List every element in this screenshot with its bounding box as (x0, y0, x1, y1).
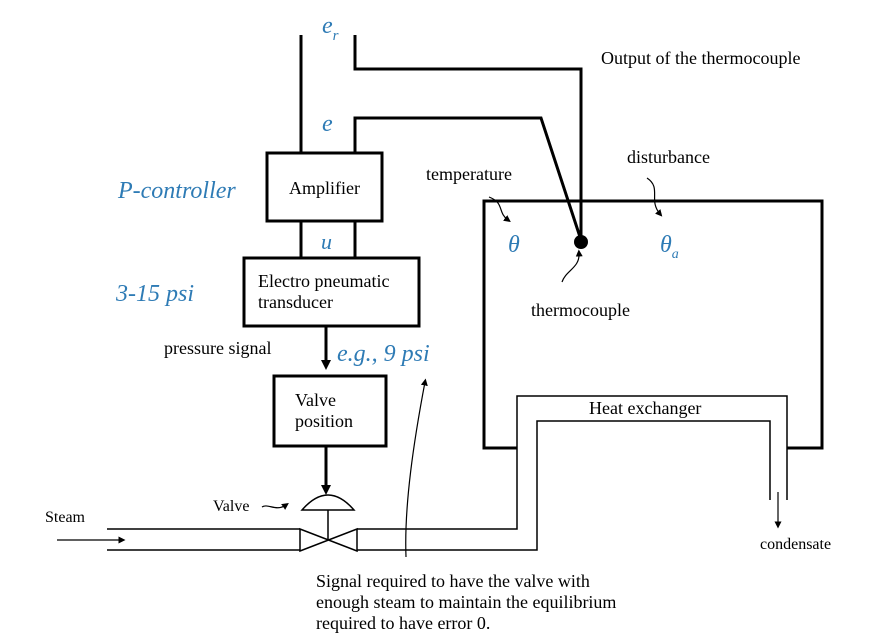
amplifier-block: Amplifier (265, 151, 384, 223)
steam-label: Steam (45, 509, 86, 526)
theta-label: θ (508, 232, 520, 258)
signal-wires (299, 35, 583, 495)
transducer-label-2: transducer (258, 292, 333, 312)
note-line-2: enough steam to maintain the equilibrium (316, 592, 616, 612)
output-thermocouple-label: Output of the thermocouple (601, 48, 800, 68)
reference-signal-label: er (322, 13, 339, 44)
temperature-label: temperature (426, 164, 512, 184)
valve-position-label-2: position (295, 411, 353, 431)
theta-a-label: θa (660, 232, 679, 262)
heat-exchanger-label: Heat exchanger (589, 398, 701, 418)
condensate-label: condensate (760, 536, 831, 553)
error-signal-label: e (322, 111, 333, 137)
valve-position-label-1: Valve (295, 390, 336, 410)
pressure-signal-label: pressure signal (164, 338, 271, 358)
amplifier-label: Amplifier (289, 178, 360, 198)
pointer-curves (261, 177, 663, 558)
steam-pipe (57, 528, 300, 551)
thermocouple-label: thermocouple (531, 300, 630, 320)
transducer-label-1: Electro pneumatic (258, 271, 389, 291)
valve-label: Valve (213, 498, 249, 515)
psi-range-label: 3-15 psi (115, 281, 194, 307)
p-controller-label: P-controller (117, 178, 236, 204)
disturbance-label: disturbance (627, 147, 710, 167)
example-psi-label: e.g., 9 psi (337, 341, 430, 367)
control-valve (299, 494, 358, 553)
control-signal-label: u (321, 229, 332, 254)
thermocouple-dot (574, 235, 588, 249)
note-line-1: Signal required to have the valve with (316, 571, 590, 591)
note-line-3: required to have error 0. (316, 613, 490, 633)
valve-position-block: Valve position (272, 374, 388, 448)
transducer-block: Electro pneumatic transducer (242, 256, 421, 328)
tank (482, 199, 824, 450)
heat-exchanger-pipe (357, 395, 788, 551)
